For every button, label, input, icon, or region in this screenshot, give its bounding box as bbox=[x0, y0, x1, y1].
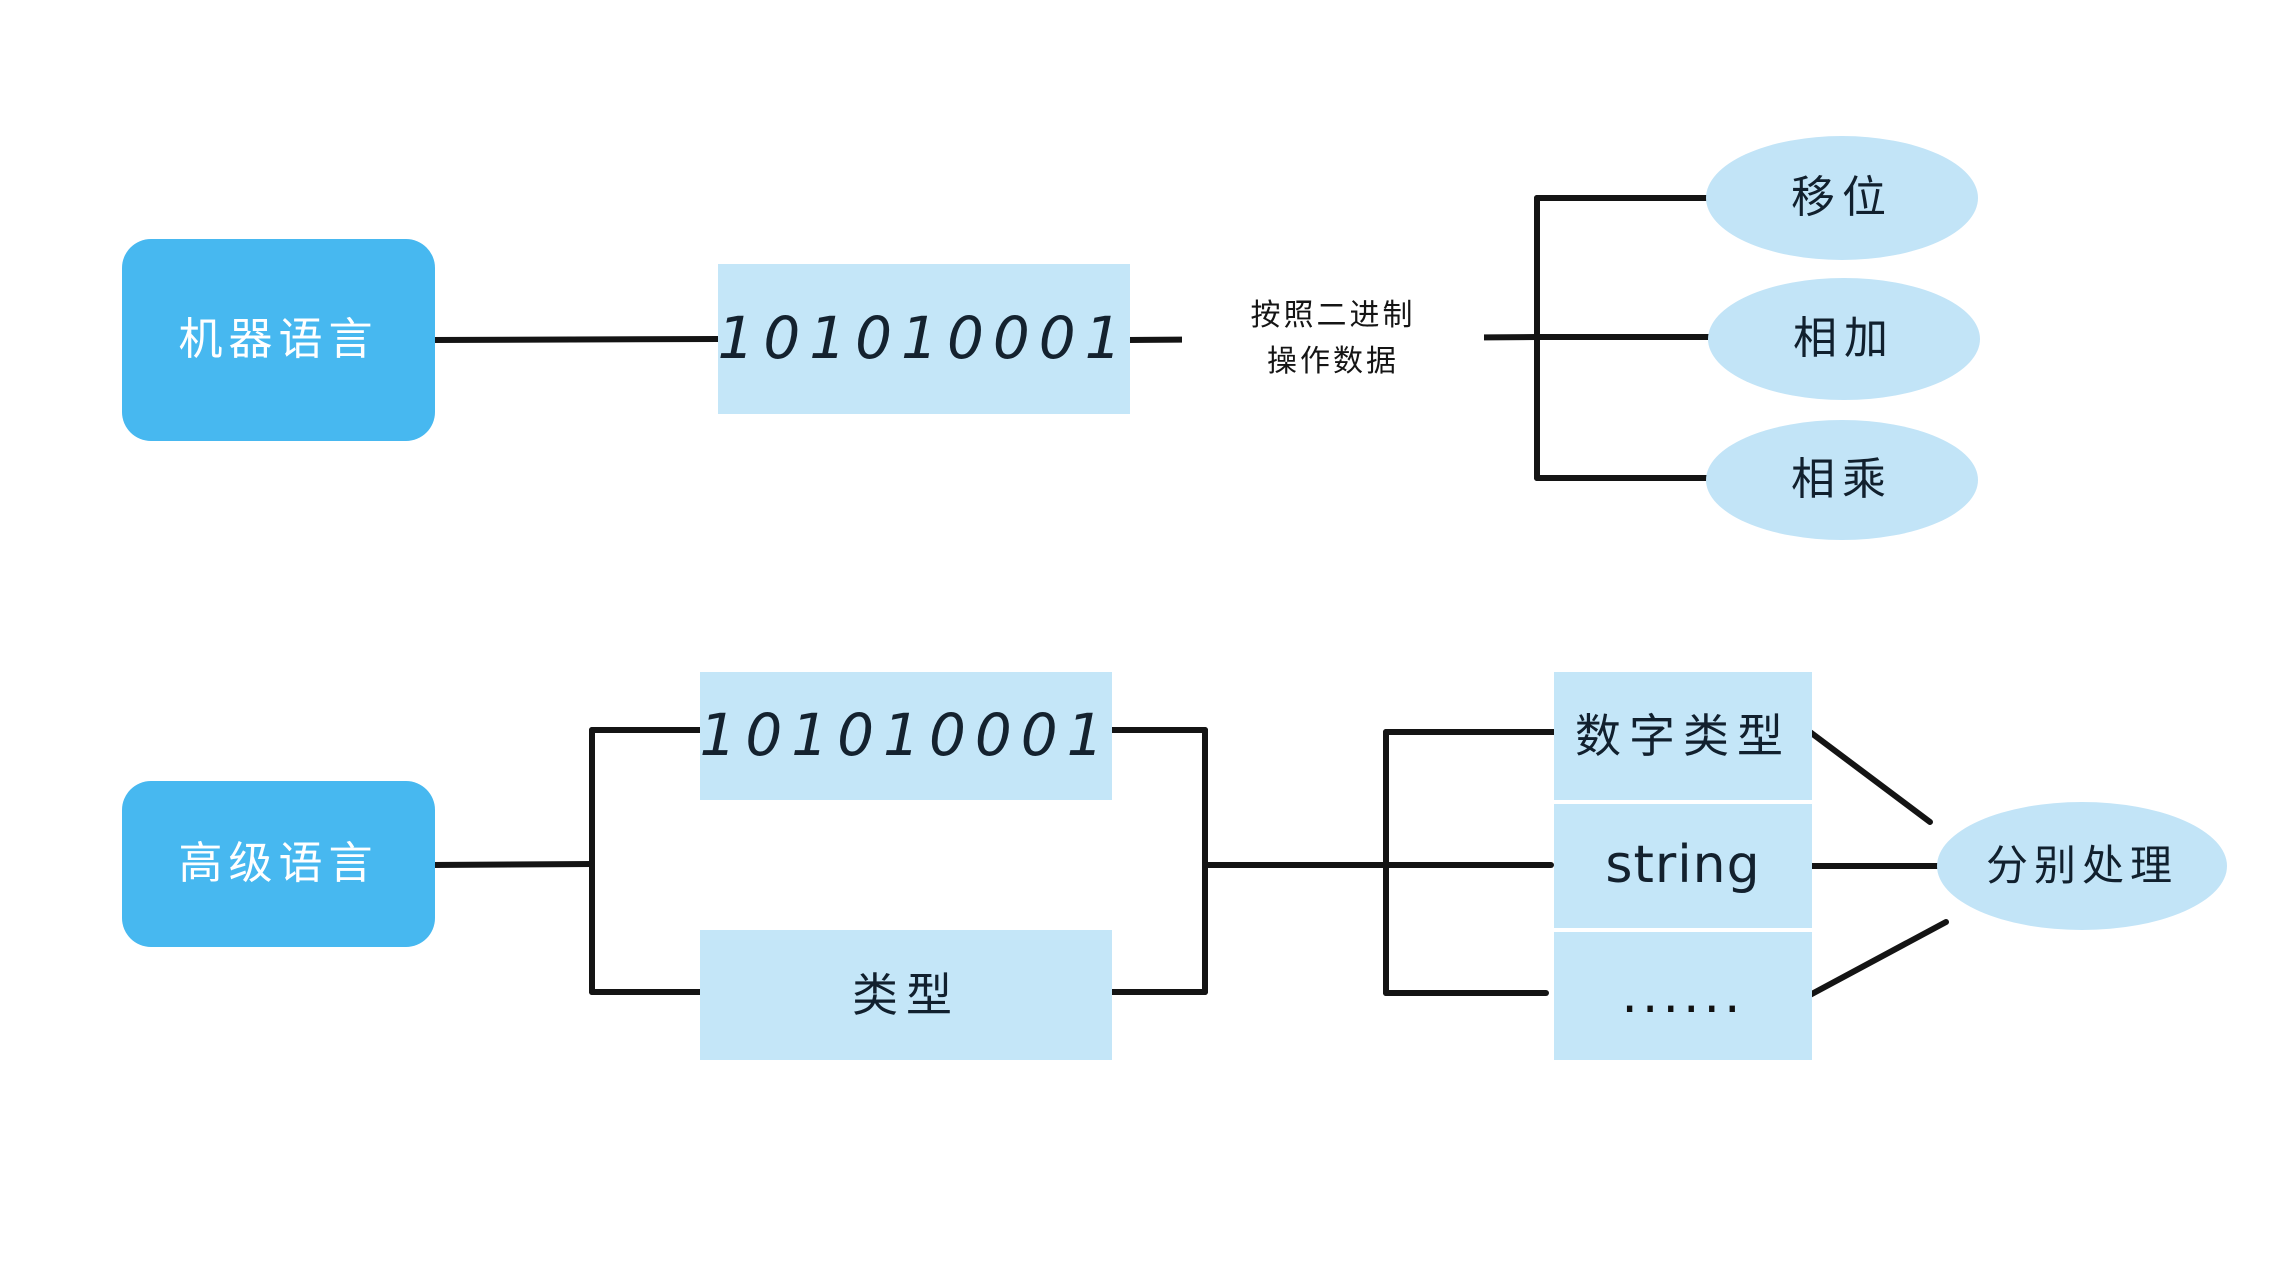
wire-machine-to-binary bbox=[429, 336, 721, 343]
node-machine-binary-label: 101010001 bbox=[717, 304, 1131, 373]
node-operation-shift-label: 移位 bbox=[1791, 171, 1893, 223]
node-type-numeric-label: 数字类型 bbox=[1575, 708, 1791, 763]
node-type-string-label: string bbox=[1605, 835, 1761, 896]
node-machine-language-label: 机器语言 bbox=[178, 313, 379, 365]
edge-label-binary-operations: 按照二进制 操作数据 bbox=[1182, 274, 1484, 404]
node-highlevel-type-label: 类型 bbox=[852, 967, 960, 1022]
edge-label-line-2: 操作数据 bbox=[1267, 344, 1399, 379]
node-type-etc[interactable]: ...... bbox=[1554, 932, 1812, 1060]
node-type-string[interactable]: string bbox=[1554, 804, 1812, 928]
node-operation-add[interactable]: 相加 bbox=[1708, 278, 1980, 400]
node-machine-binary[interactable]: 101010001 bbox=[717, 264, 1131, 414]
node-highlevel-binary[interactable]: 101010001 bbox=[699, 672, 1113, 800]
node-operation-shift[interactable]: 移位 bbox=[1706, 136, 1978, 260]
node-result-handle-separately[interactable]: 分别处理 bbox=[1937, 802, 2227, 930]
node-machine-language[interactable]: 机器语言 bbox=[125, 242, 432, 438]
node-highlevel-type[interactable]: 类型 bbox=[700, 930, 1112, 1060]
wire-highlevel-to-split bbox=[429, 861, 595, 868]
wire-numeric-to-result bbox=[1795, 720, 1933, 825]
node-type-numeric[interactable]: 数字类型 bbox=[1554, 672, 1812, 800]
node-highlevel-language[interactable]: 高级语言 bbox=[125, 784, 432, 944]
node-operation-multiply[interactable]: 相乘 bbox=[1706, 420, 1978, 540]
node-highlevel-language-label: 高级语言 bbox=[178, 837, 379, 889]
node-type-etc-label: ...... bbox=[1621, 965, 1745, 1026]
node-highlevel-binary-label: 101010001 bbox=[699, 701, 1113, 770]
node-result-handle-separately-label: 分别处理 bbox=[1985, 840, 2178, 890]
node-operation-multiply-label: 相乘 bbox=[1791, 453, 1893, 505]
node-operation-add-label: 相加 bbox=[1793, 312, 1895, 364]
edge-label-line-1: 按照二进制 bbox=[1250, 297, 1416, 333]
wire-etc-to-result bbox=[1792, 919, 1949, 1006]
